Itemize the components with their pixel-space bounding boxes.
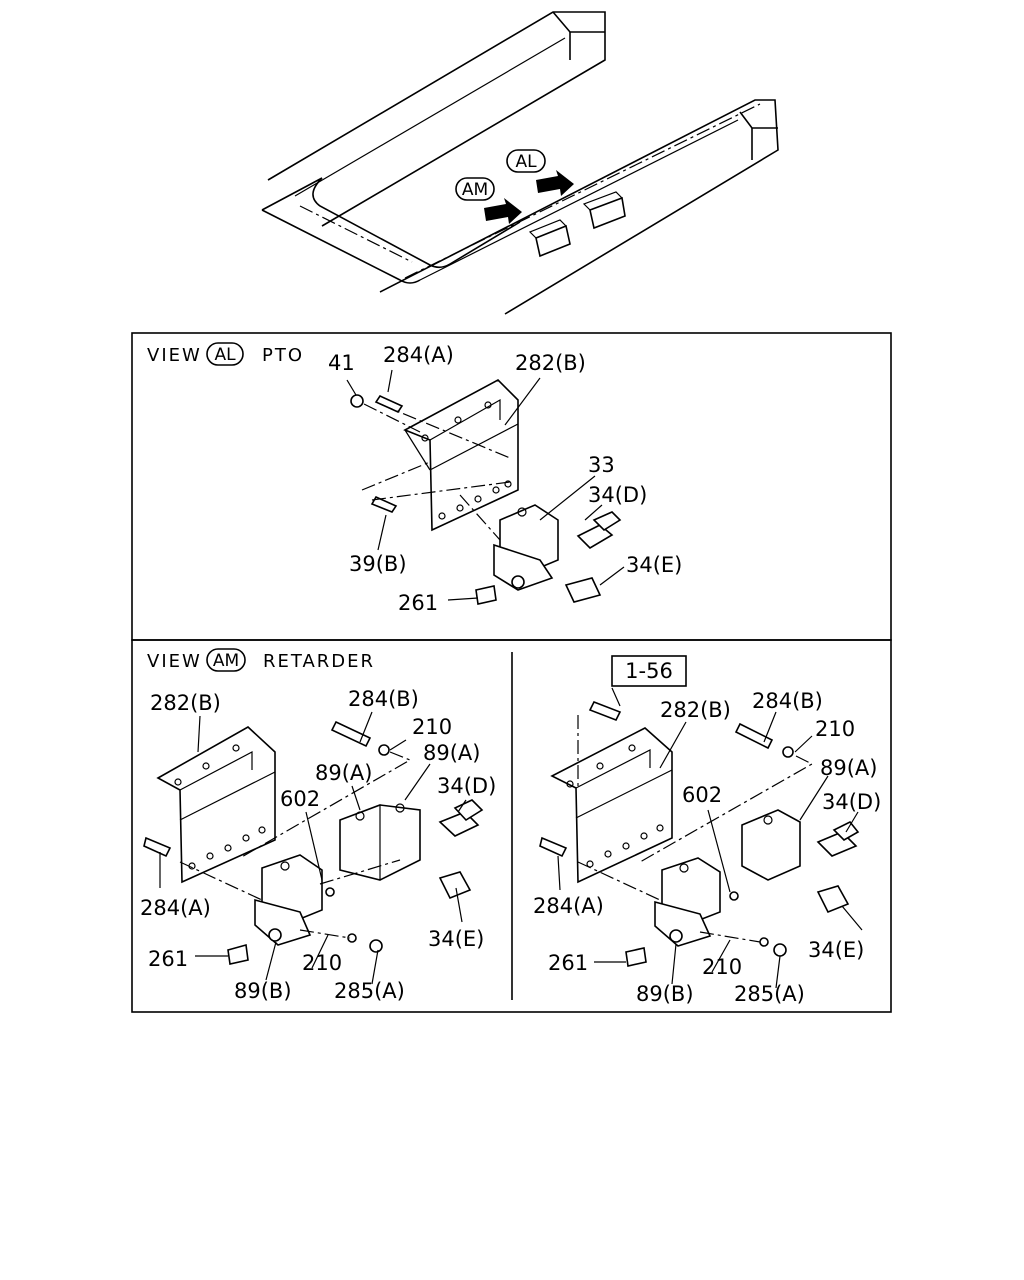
label-39b: 39(B) [349, 552, 407, 576]
label-41: 41 [328, 351, 355, 375]
panel-retarder-left: VIEW AM RETARDER 282(B) [140, 648, 496, 1003]
view-code: AM [213, 651, 239, 671]
label-34e: 34(E) [428, 927, 484, 951]
label-89a-lower: 89(A) [315, 761, 372, 785]
panel-retarder-frame [131, 639, 892, 1013]
reference-box: 1-56 [625, 659, 673, 683]
label-284b: 284(B) [752, 689, 823, 713]
label-261: 261 [548, 951, 588, 975]
callout-al: AL [515, 152, 537, 172]
label-285a: 285(A) [334, 979, 405, 1003]
label-89b: 89(B) [234, 979, 292, 1003]
arrow-al-icon [536, 170, 574, 196]
label-602: 602 [280, 787, 320, 811]
label-284a: 284(A) [140, 896, 211, 920]
label-284a: 284(A) [383, 343, 454, 367]
label-282b: 282(B) [515, 351, 586, 375]
label-284a: 284(A) [533, 894, 604, 918]
reference-box-frame [611, 655, 687, 687]
label-33: 33 [588, 453, 615, 477]
frame-rails-illustration: AL AM [261, 11, 779, 315]
label-602: 602 [682, 783, 722, 807]
panel-retarder-right: 1-56 282(B) 284(B) 210 89(A) [533, 655, 881, 1006]
label-89a: 89(A) [820, 756, 877, 780]
label-210-lower: 210 [702, 955, 742, 979]
view-word: VIEW [147, 651, 202, 672]
label-89a-upper: 89(A) [423, 741, 480, 765]
label-34d: 34(D) [437, 774, 496, 798]
view-word: VIEW [147, 345, 202, 366]
label-261: 261 [398, 591, 438, 615]
view-code: AL [214, 345, 236, 365]
label-34e: 34(E) [808, 938, 864, 962]
label-261: 261 [148, 947, 188, 971]
label-285a: 285(A) [734, 982, 805, 1006]
callout-am: AM [462, 180, 488, 200]
view-title: PTO [262, 345, 304, 366]
label-210: 210 [815, 717, 855, 741]
label-210-lower: 210 [302, 951, 342, 975]
panel-pto: VIEW AL PTO 41 284(A) 282(B) 33 34(D [147, 342, 682, 615]
label-282b: 282(B) [660, 698, 731, 722]
view-title: RETARDER [263, 651, 375, 672]
label-282b: 282(B) [150, 691, 221, 715]
label-34d: 34(D) [822, 790, 881, 814]
label-284b: 284(B) [348, 687, 419, 711]
label-34e: 34(E) [626, 553, 682, 577]
label-34d: 34(D) [588, 483, 647, 507]
arrow-am-icon [484, 198, 522, 224]
label-210: 210 [412, 715, 452, 739]
label-89b: 89(B) [636, 982, 694, 1006]
